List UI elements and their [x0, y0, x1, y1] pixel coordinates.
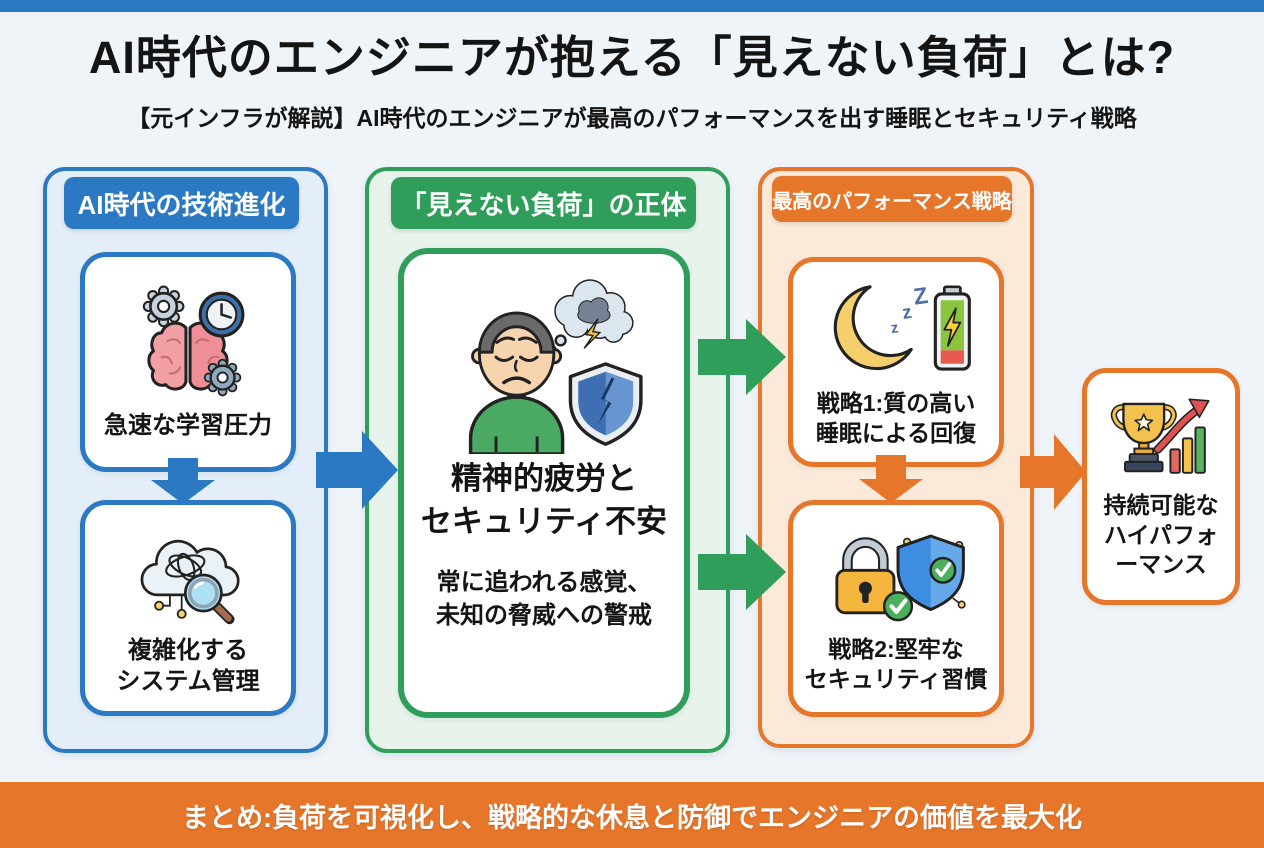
page-subtitle: 【元インフラが解説】AI時代のエンジニアが最高のパフォーマンスを出す睡眠とセキュ…: [127, 105, 1137, 131]
column-tech-evolution-header: AI時代の技術進化: [64, 177, 299, 229]
arrow-right-green-top-icon: [698, 319, 786, 395]
card-system-complexity: 複雑化する システム管理: [80, 500, 296, 716]
cloud-magnifier-icon: [140, 539, 240, 625]
card-sustainable-performance: 持続可能な ハイパフォ ーマンス: [1082, 368, 1240, 605]
card-strategy-security-label: 戦略2:堅牢な セキュリティ習慣: [804, 635, 988, 692]
card-system-complexity-label: 複雑化する システム管理: [116, 636, 260, 695]
shirt: [468, 395, 565, 454]
hair: [477, 311, 556, 354]
trophy-growth-icon: [1110, 398, 1210, 474]
arrow-head: [1188, 398, 1210, 418]
arrow-down-orange-icon: [859, 455, 923, 503]
mental-fatigue-description: 常に追われる感覚、 未知の脅威への警戒: [436, 568, 652, 630]
arrow-right-orange-icon: [1020, 434, 1086, 510]
battery: [933, 285, 971, 371]
arrow-right-blue-icon: [316, 431, 398, 509]
trophy: [1110, 402, 1177, 472]
card-strategy-sleep-label: 戦略1:質の高い 睡眠による回復: [815, 389, 977, 446]
growth-bars: [1169, 426, 1206, 474]
svg-text:z: z: [901, 300, 913, 322]
mental-fatigue-title: 精神的疲労と セキュリティ不安: [420, 461, 668, 539]
card-learning-pressure: 急速な学習圧力: [80, 252, 296, 472]
card-learning-pressure-label: 急速な学習圧力: [104, 412, 272, 440]
card-strategy-sleep: z z Z 戦略1:質の高い 睡眠による回復: [788, 257, 1004, 467]
arrow-right-green-bottom-icon: [698, 534, 786, 610]
crescent-moon: [833, 284, 913, 370]
cracked-shield: [568, 362, 643, 446]
arrow-down-blue-icon: [151, 458, 215, 504]
top-accent-bar: [0, 0, 1264, 12]
summary-banner: まとめ:負荷を可視化し、戦略的な休息と防御でエンジニアの価値を最大化: [0, 782, 1264, 848]
column-invisible-load-header: 「見えない負荷」の正体: [391, 177, 696, 229]
tired-engineer-icon: [468, 279, 643, 454]
moon-battery-icon: z z Z: [833, 282, 971, 371]
card-strategy-security: 戦略2:堅牢な セキュリティ習慣: [788, 500, 1004, 717]
svg-text:Z: Z: [912, 282, 930, 310]
svg-text:z: z: [890, 319, 900, 337]
padlock-check: [835, 536, 914, 621]
lock-shield-icon: [835, 534, 966, 621]
card-mental-fatigue: 精神的疲労と セキュリティ不安 常に追われる感覚、 未知の脅威への警戒: [398, 248, 690, 718]
summary-text: まとめ:負荷を可視化し、戦略的な休息と防御でエンジニアの価値を最大化: [182, 802, 1082, 833]
brain-gears-clock-icon: [142, 285, 245, 397]
page-title: AI時代のエンジニアが抱える「見えない負荷」とは?: [88, 32, 1176, 83]
column-performance-strategy-header: 最高のパフォーマンス戦略: [772, 176, 1012, 222]
sleep-zzz: z z Z: [890, 282, 930, 337]
shield-check: [896, 534, 965, 611]
card-sustainable-performance-label: 持続可能な ハイパフォ ーマンス: [1103, 491, 1219, 578]
lightning-bolt: [583, 318, 602, 349]
